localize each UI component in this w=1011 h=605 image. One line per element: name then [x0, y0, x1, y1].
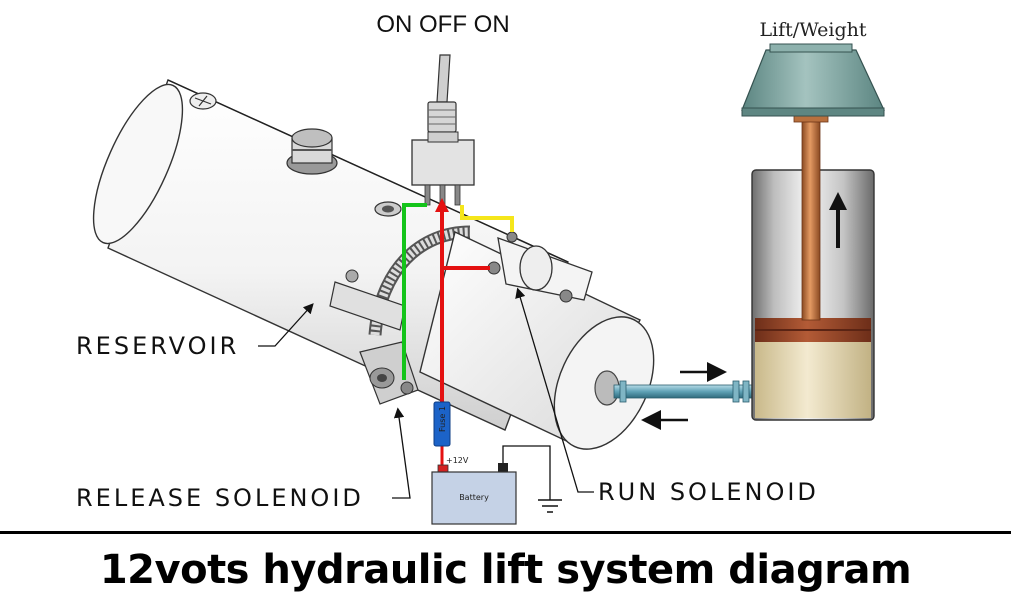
lift-weight [741, 43, 885, 117]
up-arrow-icon [829, 192, 847, 248]
red-wire-arrow [435, 198, 449, 212]
battery: Battery +12V [431, 456, 517, 525]
release-solenoid-label: RELEASE SOLENOID [76, 484, 364, 512]
run-solenoid-label: RUN SOLENOID [598, 478, 819, 506]
ground-icon [538, 499, 562, 513]
ground-wire [502, 445, 551, 500]
release-solenoid-leader [392, 407, 411, 499]
battery-voltage: +12V [446, 456, 469, 465]
caption-divider [0, 531, 1011, 534]
breather-cap [286, 128, 338, 175]
fuse: Fuse 1 [433, 401, 451, 447]
battery-label: Battery [459, 493, 489, 502]
piston-rod [793, 111, 829, 321]
pump-motor [419, 231, 655, 450]
yellow-wire [460, 205, 514, 232]
green-wire [402, 203, 427, 380]
toggle-switch [411, 54, 475, 206]
diagram-title: 12vots hydraulic lift system diagram [99, 547, 912, 593]
hydraulic-diagram: Fuse 1 Battery +12V [76, 11, 885, 525]
run-solenoid-leader [515, 287, 594, 493]
reservoir-label: RESERVOIR [76, 332, 239, 360]
tank-port [374, 201, 402, 217]
reservoir-leader [258, 303, 314, 347]
lift-weight-label: Lift/Weight [759, 19, 866, 41]
reservoir-screw [189, 92, 217, 110]
fuse-label: Fuse 1 [438, 406, 447, 432]
run-solenoid-body [487, 231, 593, 303]
switch-label: ON OFF ON [376, 11, 509, 38]
